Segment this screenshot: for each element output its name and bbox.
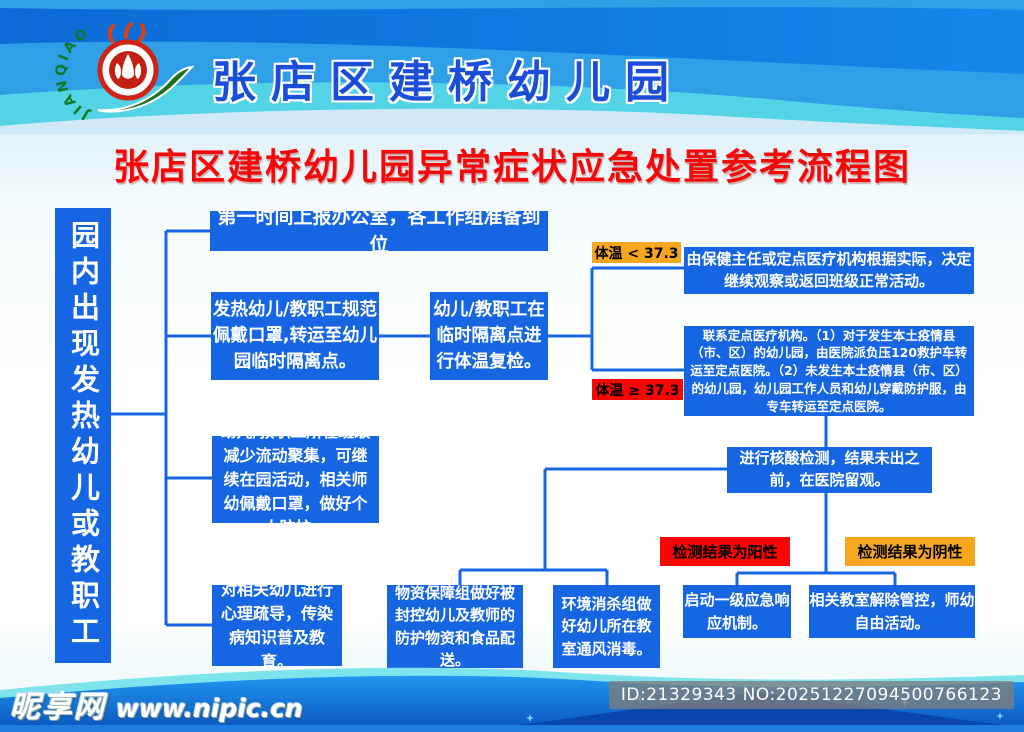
flow-box-mask-transfer: 发热幼儿/教职工规范佩戴口罩,转运至幼儿园临时隔离点。 bbox=[211, 292, 379, 380]
watermark-site-name: 昵享网 bbox=[10, 690, 106, 725]
poster-title: 张店区建桥幼儿园异常症状应急处置参考流程图 bbox=[112, 147, 911, 188]
school-logo: JIANQIAO bbox=[53, 22, 195, 123]
logo-emblem bbox=[97, 22, 159, 101]
flow-box-contact-hospital: 联系定点医疗机构。（1）对于发生本土疫情县（市、区）的幼儿园，由医院派负压120… bbox=[684, 326, 974, 416]
logo-leaf bbox=[97, 65, 195, 113]
flow-box-root: 园内出现发热幼儿或教职工 bbox=[55, 208, 111, 663]
negative-result-label: 检测结果为阴性 bbox=[845, 537, 975, 566]
flow-box-disinfect: 环境消杀组做好幼儿所在教室通风消毒。 bbox=[553, 585, 660, 668]
flow-box-supplies: 物资保障组做好被封控幼儿及教师的防护物资和食品配送。 bbox=[387, 584, 523, 669]
temp-low-label: 体温 < 37.3 bbox=[592, 242, 681, 263]
flow-box-psychology: 对相关幼儿进行心理疏导，传染病知识普及教育。 bbox=[212, 580, 342, 671]
header-wave-band bbox=[0, 0, 1024, 134]
flow-box-observe: 由保健主任或定点医疗机构根据实际，决定继续观察或返回班级正常活动。 bbox=[684, 247, 974, 294]
watermark: 昵享网 www.nipic.cn bbox=[10, 682, 303, 726]
flow-box-class-control: 幼儿/教职工所在班级减少流动聚集，可继续在园活动，相关师幼佩戴口罩，做好个人防护… bbox=[212, 422, 379, 537]
watermark-site-url: www.nipic.cn bbox=[116, 694, 303, 723]
temp-high-label: 体温 ≥ 37.3 bbox=[592, 379, 683, 400]
positive-result-label: 检测结果为阳性 bbox=[660, 537, 790, 566]
flow-box-nucleic-test: 进行核酸检测，结果未出之前，在医院留观。 bbox=[727, 447, 932, 493]
flow-box-recheck: 幼儿/教职工在临时隔离点进行体温复检。 bbox=[430, 292, 548, 380]
id-badge: ID:21329343 NO:20251227094500766123 bbox=[608, 681, 1014, 709]
flow-box-report: 第一时间上报办公室，各工作组准备到位 bbox=[210, 206, 548, 256]
flow-box-release: 相关教室解除管控，师幼自由活动。 bbox=[809, 585, 975, 638]
flow-box-level1: 启动一级应急响应机制。 bbox=[683, 585, 791, 638]
school-name: 张店区建桥幼儿园 bbox=[212, 57, 684, 108]
